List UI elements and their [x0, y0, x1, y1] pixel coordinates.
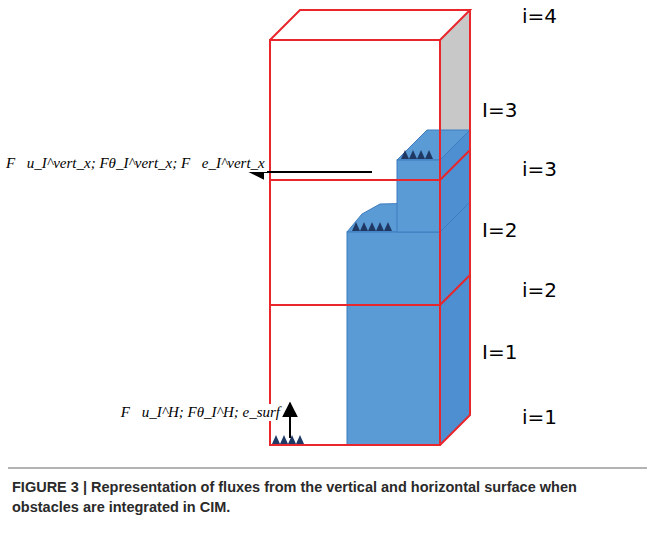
- surface-markers: [272, 150, 433, 444]
- surface-marker: [280, 435, 288, 444]
- level-index: i=2: [522, 278, 557, 302]
- surface-marker: [384, 222, 392, 231]
- flux-label: F⃗u_I^vert_x; Fθ_I^vert_x; F⃗e_I^vert_x: [4, 155, 267, 172]
- surface-marker: [417, 150, 425, 159]
- horizontal-flux-arrow: [289, 403, 291, 438]
- cell-outlines: [270, 10, 470, 445]
- surface-marker: [360, 222, 368, 231]
- surface-marker: [272, 435, 280, 444]
- level-index: I=3: [482, 98, 517, 122]
- level-index: I=1: [482, 340, 517, 364]
- level-index: i=1: [522, 405, 557, 429]
- surface-marker: [368, 222, 376, 231]
- surface-marker: [352, 222, 360, 231]
- vertical-flux-arrow: [250, 171, 372, 173]
- figure-caption: FIGURE 3 | Representation of fluxes from…: [12, 478, 642, 517]
- level-index: i=3: [522, 157, 557, 181]
- surface-marker: [425, 150, 433, 159]
- level-index: i=4: [522, 4, 557, 28]
- surface-marker: [409, 150, 417, 159]
- surface-marker: [401, 150, 409, 159]
- lower-obstacle: [347, 202, 470, 445]
- surface-marker: [296, 435, 304, 444]
- level-index: I=2: [482, 218, 517, 242]
- side-face: [440, 10, 470, 445]
- flux-label: F⃗u_I^H; Fθ_I^H; e_surf: [119, 404, 282, 421]
- surface-marker: [376, 222, 384, 231]
- caption-rule: [8, 467, 647, 469]
